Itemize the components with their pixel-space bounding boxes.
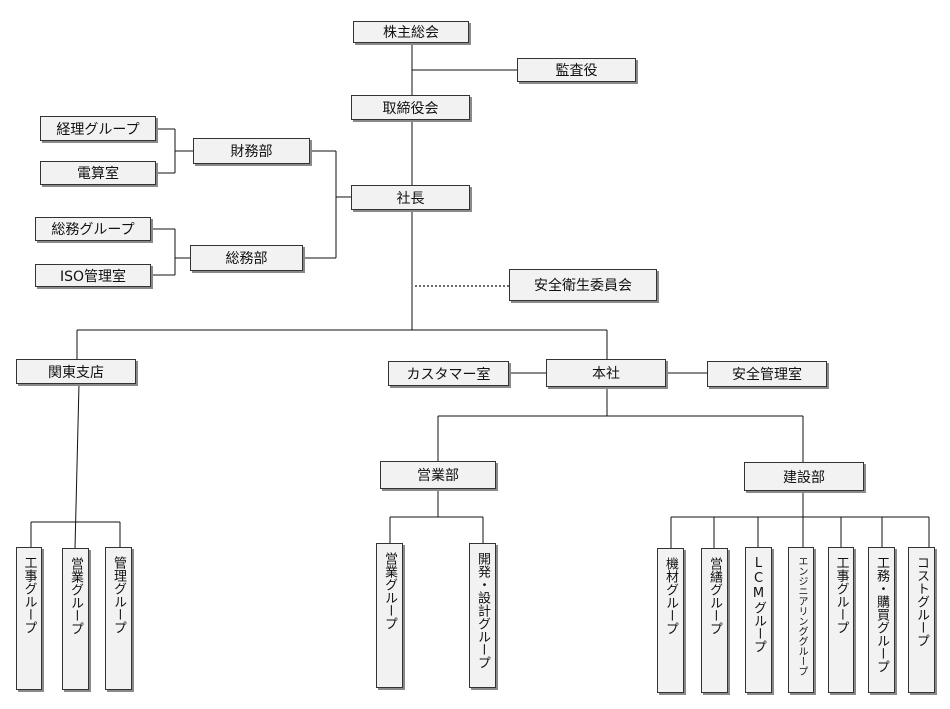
sales-group-sales: 営業グループ: [376, 543, 403, 688]
node-finance-dept: 財務部: [193, 138, 310, 164]
construction-group-equipment: 機材グループ: [657, 548, 684, 693]
sales-group-dev-design: 開発・設計グループ: [469, 543, 496, 688]
node-computing-room: 電算室: [40, 161, 156, 185]
node-shareholders: 株主総会: [353, 21, 469, 43]
node-accounting-group: 経理グループ: [40, 116, 156, 141]
node-headquarters: 本社: [546, 359, 666, 387]
node-construction-dept: 建設部: [744, 462, 864, 491]
node-president: 社長: [351, 185, 470, 210]
node-general-affairs-dept: 総務部: [190, 245, 303, 271]
kanto-group-construction: 工事グループ: [16, 547, 42, 690]
node-kanto-branch: 関東支店: [16, 359, 136, 384]
node-safety-management-room: 安全管理室: [707, 361, 827, 387]
node-auditor: 監査役: [517, 58, 636, 82]
construction-group-maintenance: 営繕グループ: [701, 548, 728, 693]
node-customer-room: カスタマー室: [388, 361, 509, 386]
node-board: 取締役会: [351, 95, 470, 120]
construction-group-lcm: LCMグループ: [745, 547, 772, 693]
node-iso-office: ISO管理室: [35, 264, 151, 287]
construction-group-construction: 工事グループ: [828, 547, 854, 693]
construction-group-procurement: 工務・購買グループ: [868, 547, 895, 693]
node-general-affairs-group: 総務グループ: [35, 217, 151, 241]
node-safety-committee: 安全衛生委員会: [509, 269, 657, 301]
construction-group-cost: コストグループ: [908, 547, 935, 693]
kanto-group-management: 管理グループ: [105, 547, 132, 690]
construction-group-engineering: エンジニアリンググループ: [788, 547, 814, 693]
node-sales-dept: 営業部: [380, 461, 496, 489]
kanto-group-sales: 営業グループ: [62, 548, 89, 690]
